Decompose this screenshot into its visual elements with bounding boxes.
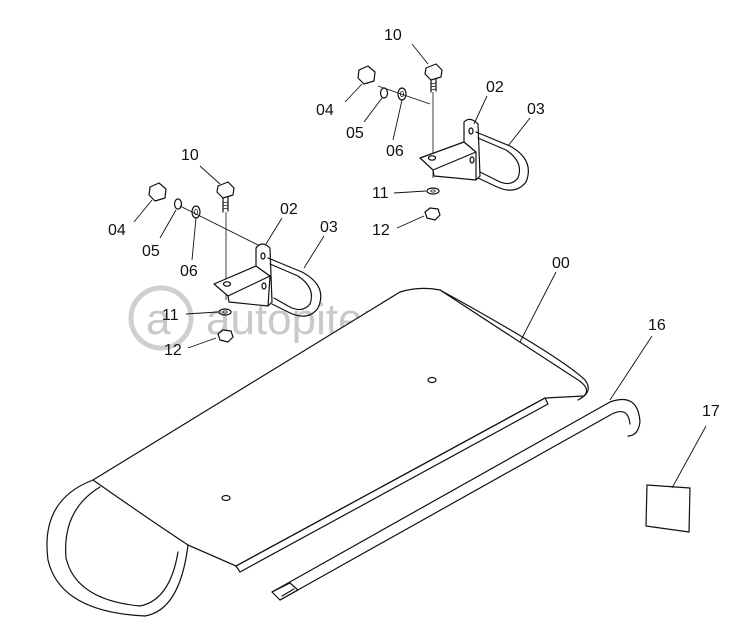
callout-seal-strip: 16 <box>648 317 666 334</box>
seal-strip-part <box>271 398 641 601</box>
callout-lower-nut: 12 <box>164 342 182 359</box>
callout-lower-washer-b: 06 <box>180 263 198 280</box>
callout-lower-bolt: 10 <box>181 147 199 164</box>
callout-lower-washer-a: 05 <box>142 243 160 260</box>
callout-upper-washer-b: 06 <box>386 143 404 160</box>
callout-lower-bracket: 02 <box>280 201 298 218</box>
watermark-logo-letters: a <box>146 295 171 344</box>
callout-lower-nut-cap: 04 <box>108 222 126 239</box>
callout-lower-washer-c: 11 <box>162 307 179 324</box>
cover-part <box>46 287 589 617</box>
callout-upper-washer-c: 11 <box>372 185 389 202</box>
label-plate-part <box>645 484 691 533</box>
callout-upper-nut: 12 <box>372 222 390 239</box>
callout-upper-nut-cap: 04 <box>316 102 334 119</box>
callout-cover: 00 <box>552 255 570 272</box>
callout-upper-bracket: 02 <box>486 79 504 96</box>
callout-labels: 10 04 05 06 02 03 11 12 10 04 05 06 02 0… <box>108 27 720 420</box>
leader-lines <box>133 43 707 489</box>
callout-upper-bolt: 10 <box>384 27 402 44</box>
callout-lower-u-bolt: 03 <box>320 219 338 236</box>
lower-bracket-assembly <box>148 181 322 343</box>
callout-upper-washer-a: 05 <box>346 125 364 142</box>
watermark-logo-ring <box>128 285 194 351</box>
callout-label-plate: 17 <box>702 403 720 420</box>
upper-bracket-assembly <box>357 63 529 221</box>
callout-upper-u-bolt: 03 <box>527 101 545 118</box>
